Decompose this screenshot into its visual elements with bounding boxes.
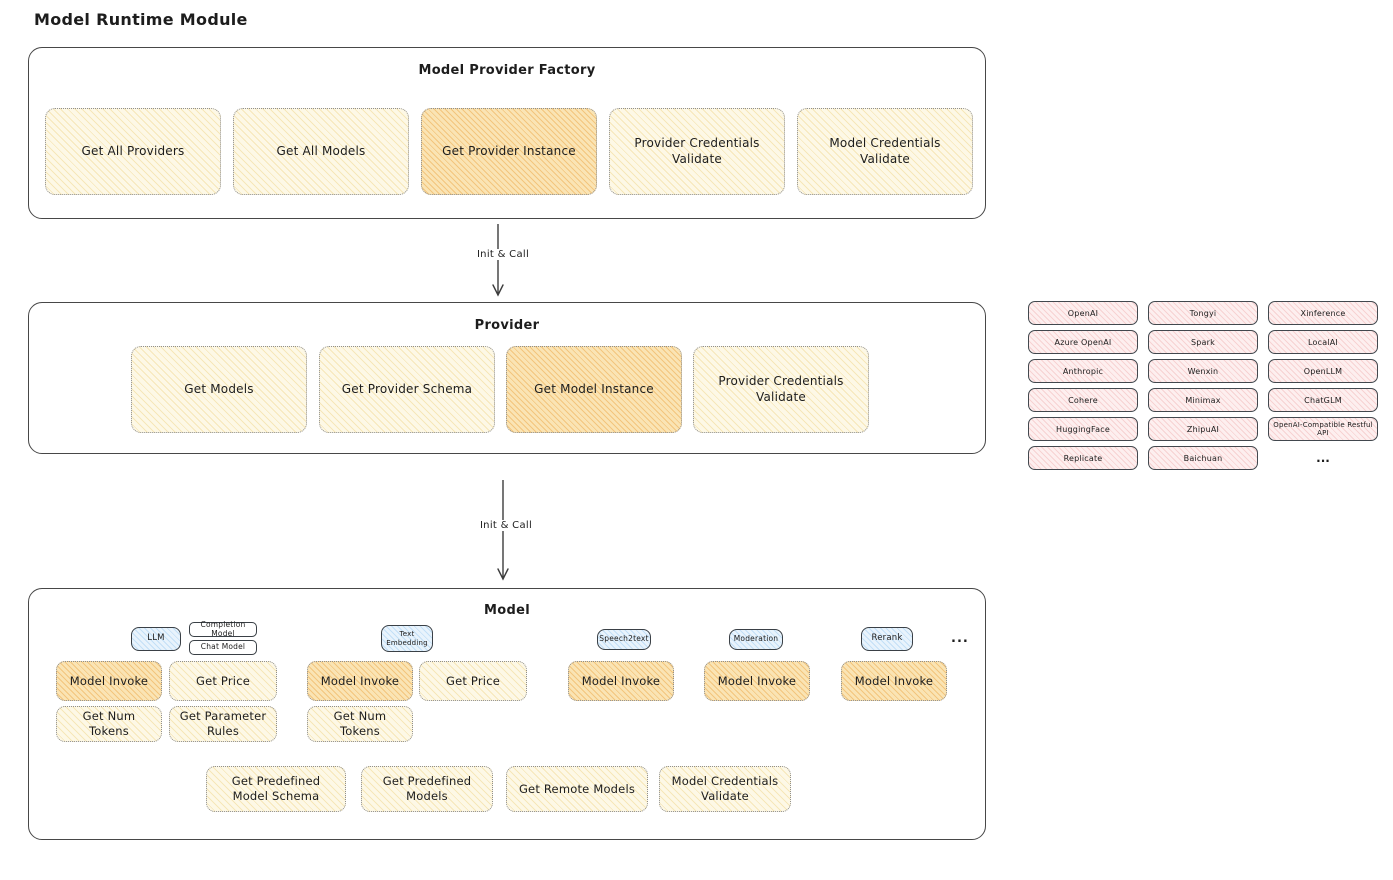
chip-tongyi: Tongyi — [1148, 301, 1258, 325]
chat-model-tag: Chat Model — [189, 640, 257, 655]
chip-baichuan: Baichuan — [1148, 446, 1258, 470]
chip-more-ellipsis: ... — [1316, 451, 1330, 465]
get-models-node: Get Models — [131, 346, 307, 433]
text-embedding-model-invoke-node: Model Invoke — [307, 661, 413, 701]
model-box: Model LLM Completion Model Chat Model Te… — [28, 588, 1001, 855]
get-predefined-model-schema-node: Get Predefined Model Schema — [206, 766, 346, 812]
get-predefined-models-node: Get Predefined Models — [361, 766, 493, 812]
model-types-more-ellipsis: ... — [951, 631, 969, 646]
text-embedding-get-price-node: Get Price — [419, 661, 527, 701]
model-credentials-validate-node: Model Credentials Validate — [797, 108, 973, 195]
chip-openllm: OpenLLM — [1268, 359, 1378, 383]
chip-chatglm: ChatGLM — [1268, 388, 1378, 412]
chip-cohere: Cohere — [1028, 388, 1138, 412]
chip-zhipuai: ZhipuAI — [1148, 417, 1258, 441]
init-call-arrow-1 — [490, 224, 506, 298]
moderation-model-invoke-node: Model Invoke — [704, 661, 810, 701]
chip-xinference: Xinference — [1268, 301, 1378, 325]
llm-get-parameter-rules-node: Get Parameter Rules — [169, 706, 277, 742]
arrow-down-icon — [492, 224, 504, 297]
chip-minimax: Minimax — [1148, 388, 1258, 412]
chip-openai: OpenAI — [1028, 301, 1138, 325]
get-provider-instance-node: Get Provider Instance — [421, 108, 597, 195]
get-remote-models-node: Get Remote Models — [506, 766, 648, 812]
provider-credentials-validate-node: Provider Credentials Validate — [609, 108, 785, 195]
moderation-tag: Moderation — [729, 629, 783, 650]
arrow-down-icon — [497, 480, 509, 581]
completion-model-tag: Completion Model — [189, 620, 257, 637]
rerank-model-invoke-node: Model Invoke — [841, 661, 947, 701]
get-model-instance-node: Get Model Instance — [506, 346, 682, 433]
init-call-label-2: Init & Call — [461, 520, 551, 531]
provider-title: Provider — [474, 318, 540, 333]
get-all-models-node: Get All Models — [233, 108, 409, 195]
llm-tag: LLM — [131, 627, 181, 651]
chip-wenxin: Wenxin — [1148, 359, 1258, 383]
model-provider-factory-box: Model Provider Factory Get All Providers… — [28, 47, 986, 219]
factory-title: Model Provider Factory — [418, 63, 596, 78]
chip-spark: Spark — [1148, 330, 1258, 354]
text-embedding-get-num-tokens-node: Get Num Tokens — [307, 706, 413, 742]
chip-huggingface: HuggingFace — [1028, 417, 1138, 441]
speech2text-model-invoke-node: Model Invoke — [568, 661, 674, 701]
llm-get-price-node: Get Price — [169, 661, 277, 701]
chip-anthropic: Anthropic — [1028, 359, 1138, 383]
chip-replicate: Replicate — [1028, 446, 1138, 470]
llm-get-num-tokens-node: Get Num Tokens — [56, 706, 162, 742]
chip-localai: LocalAI — [1268, 330, 1378, 354]
chip-azure-openai: Azure OpenAI — [1028, 330, 1138, 354]
chip-openai-compatible-restful-api: OpenAI-Compatible Restful API — [1268, 417, 1378, 441]
rerank-tag: Rerank — [861, 627, 913, 651]
page-title: Model Runtime Module — [34, 10, 248, 29]
text-embedding-tag: Text Embedding — [381, 625, 433, 652]
provider-credentials-validate-node-2: Provider Credentials Validate — [693, 346, 869, 433]
init-call-arrow-2 — [495, 480, 511, 582]
model-credentials-validate-node-2: Model Credentials Validate — [659, 766, 791, 812]
llm-model-invoke-node: Model Invoke — [56, 661, 162, 701]
init-call-label-1: Init & Call — [458, 249, 548, 260]
provider-box: Provider Get Models Get Provider Schema … — [28, 302, 1001, 469]
provider-list: OpenAI Tongyi Xinference Azure OpenAI Sp… — [1028, 301, 1378, 470]
speech2text-tag: Speech2text — [597, 629, 651, 650]
model-title: Model — [484, 603, 530, 618]
get-provider-schema-node: Get Provider Schema — [319, 346, 495, 433]
get-all-providers-node: Get All Providers — [45, 108, 221, 195]
